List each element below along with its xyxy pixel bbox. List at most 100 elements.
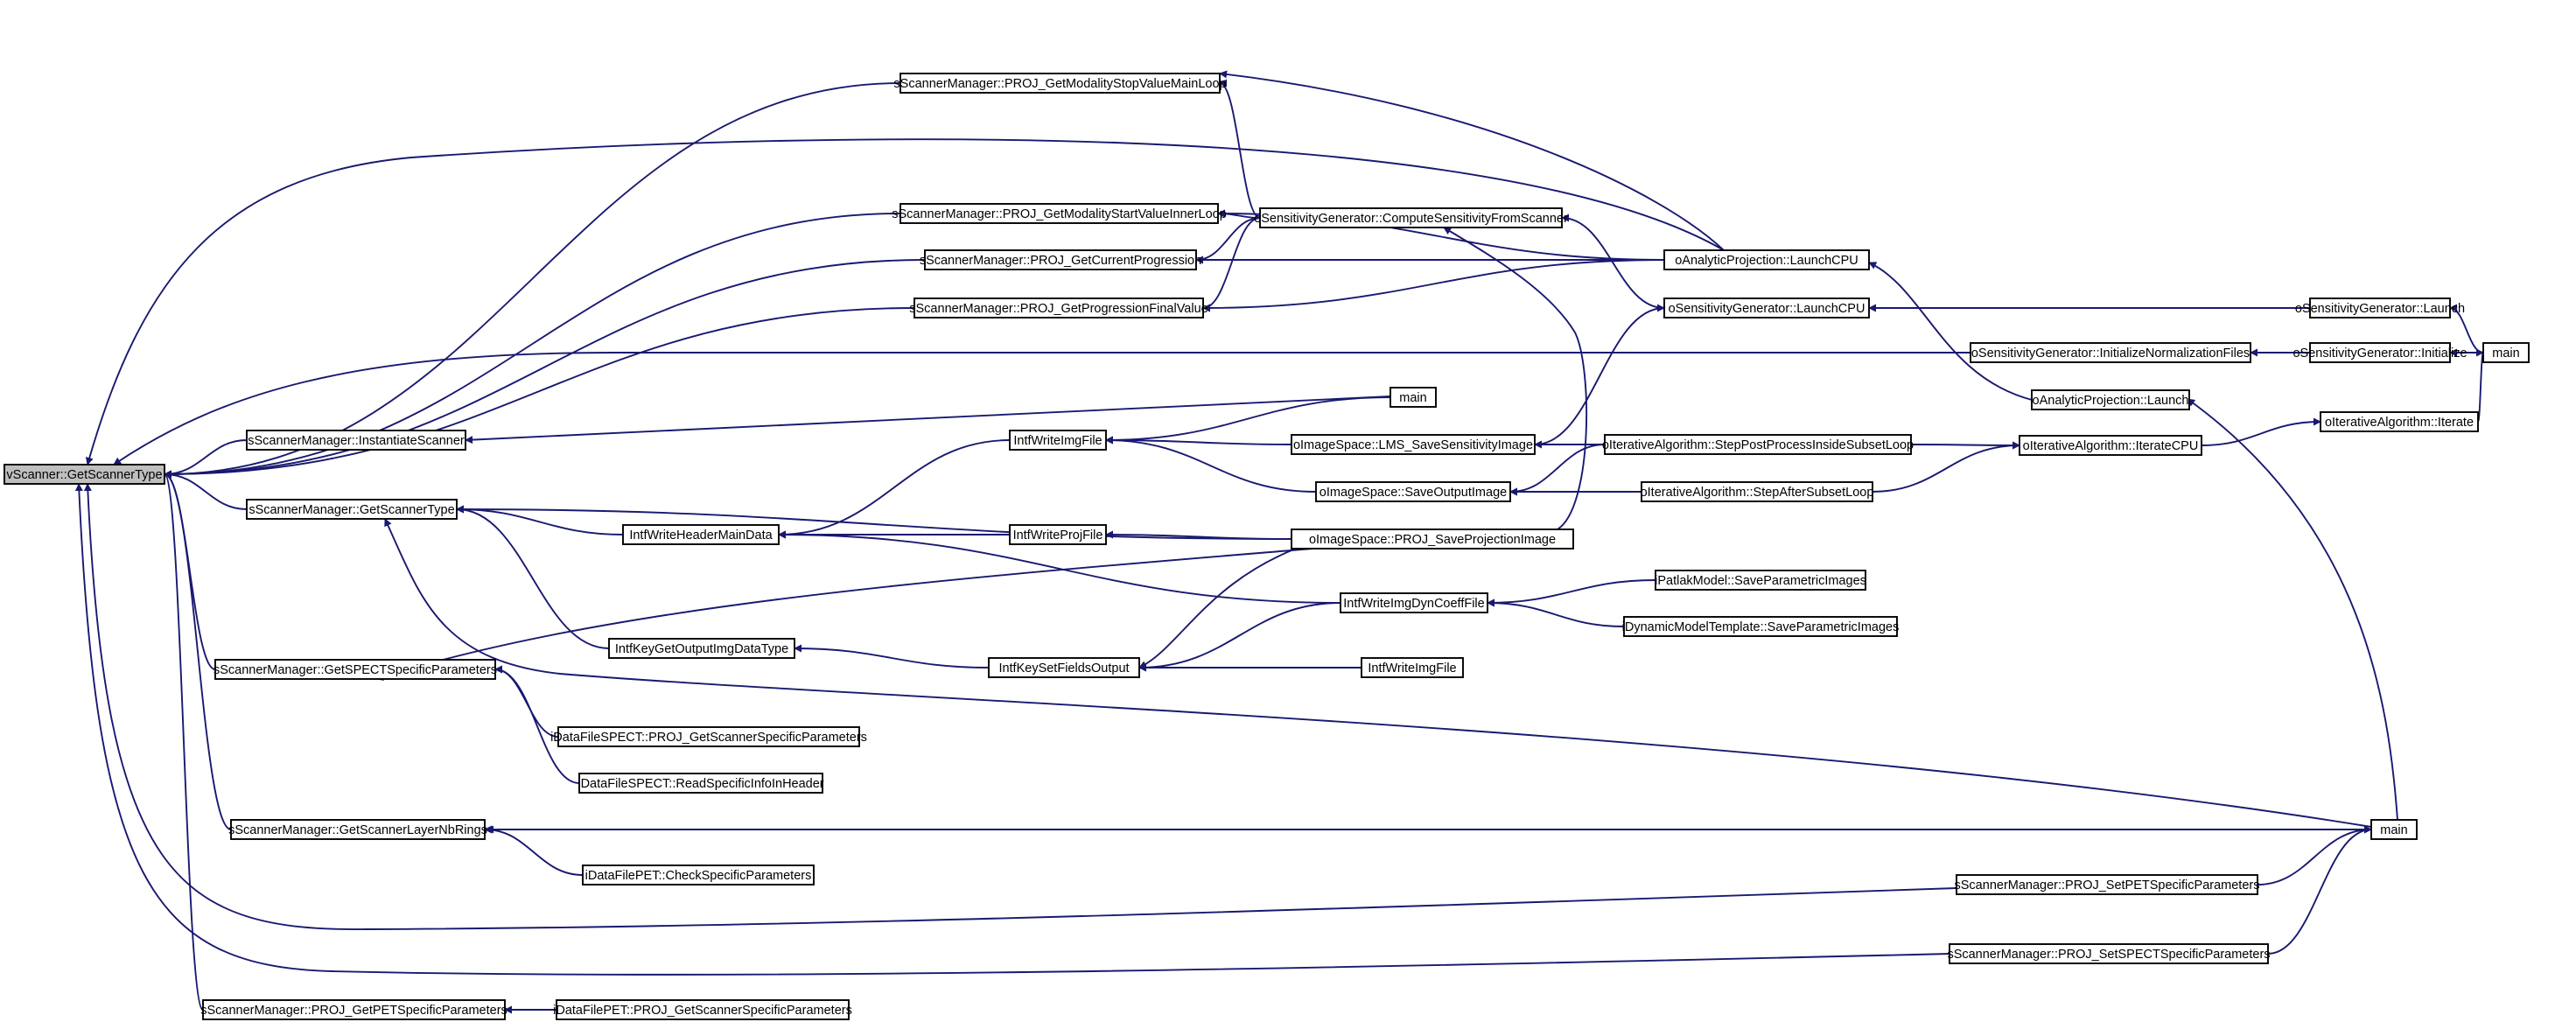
- node-box: [557, 726, 860, 747]
- node-getSpect[interactable]: sScannerManager::GetSPECTSpecificParamet…: [214, 659, 497, 680]
- node-sensInit[interactable]: oSensitivityGenerator::Initialize: [2292, 342, 2468, 363]
- node-mainBottom[interactable]: main: [2370, 819, 2418, 840]
- node-label: IntfWriteImgFile: [1368, 662, 1456, 676]
- edge-spectReadHeader-to-getSpect: [494, 665, 580, 784]
- node-label: iDataFilePET::PROJ_GetScannerSpecificPar…: [553, 1004, 852, 1018]
- node-label: oIterativeAlgorithm::StepPostProcessInsi…: [1602, 438, 1914, 452]
- node-instantiate[interactable]: sScannerManager::InstantiateScanner: [246, 430, 466, 451]
- node-label: sScannerManager::PROJ_SetPETSpecificPara…: [1955, 878, 2260, 892]
- edge-startValue-to-root: [164, 213, 901, 479]
- node-stepPost[interactable]: oIterativeAlgorithm::StepPostProcessInsi…: [1602, 434, 1914, 455]
- node-stepAfter[interactable]: oIterativeAlgorithm::StepAfterSubsetLoop: [1641, 481, 1874, 502]
- node-setSpect[interactable]: sScannerManager::PROJ_SetSPECTSpecificPa…: [1947, 943, 2271, 964]
- node-mainRight[interactable]: main: [2482, 342, 2530, 363]
- node-stopValue[interactable]: sScannerManager::PROJ_GetModalityStopVal…: [893, 73, 1227, 94]
- node-label: sScannerManager::PROJ_SetSPECTSpecificPa…: [1947, 948, 2270, 962]
- node-box: [556, 999, 850, 1020]
- node-label: oIterativeAlgorithm::IterateCPU: [2023, 439, 2199, 453]
- node-writeImg2[interactable]: IntfWriteImgFile: [1361, 657, 1464, 678]
- node-dynTemplate[interactable]: iDynamicModelTemplate::SaveParametricIma…: [1622, 616, 1900, 637]
- node-iterate[interactable]: oIterativeAlgorithm::Iterate: [2320, 411, 2479, 432]
- node-box: [582, 864, 815, 886]
- edge-instantiate-to-root: [164, 439, 248, 479]
- edge-computeSens-to-finalValue: [1202, 217, 1261, 312]
- node-setPet[interactable]: sScannerManager::PROJ_SetPETSpecificPara…: [1955, 874, 2260, 895]
- node-iterateCPU[interactable]: oIterativeAlgorithm::IterateCPU: [2019, 435, 2202, 456]
- node-anaLaunch[interactable]: oAnalyticProjection::Launch: [2031, 389, 2190, 410]
- edge-saveProj-to-computeSens: [1443, 227, 1588, 530]
- edge-stepPost-to-iterateCPU: [1910, 441, 2020, 450]
- node-startValue[interactable]: sScannerManager::PROJ_GetModalityStartVa…: [892, 203, 1227, 224]
- node-box: [2320, 411, 2479, 432]
- node-box: [914, 298, 1204, 318]
- node-getPet[interactable]: sScannerManager::PROJ_GetPETSpecificPara…: [200, 999, 508, 1020]
- node-label: main: [2492, 346, 2519, 360]
- edge-saveOutput-to-writeImg: [1105, 436, 1317, 493]
- node-label: oSensitivityGenerator::Initialize: [2292, 346, 2467, 360]
- node-initNorm[interactable]: oSensitivityGenerator::InitializeNormali…: [1970, 342, 2251, 363]
- node-label: iPatlakModel::SaveParametricImages: [1655, 574, 1866, 588]
- node-dynCoef[interactable]: IntfWriteImgDynCoeffFile: [1340, 592, 1488, 613]
- node-saveProj[interactable]: oImageSpace::PROJ_SaveProjectionImage: [1291, 528, 1574, 550]
- node-patlak[interactable]: iPatlakModel::SaveParametricImages: [1655, 570, 1866, 591]
- edge-getType-to-root: [164, 470, 248, 510]
- node-spectProjParams[interactable]: iDataFileSPECT::PROJ_GetScannerSpecificP…: [550, 726, 867, 747]
- edge-getSpect-to-root: [164, 470, 216, 670]
- edge-dynTemplate-to-dynCoef: [1487, 598, 1625, 627]
- node-label: main: [1399, 391, 1426, 405]
- node-getType[interactable]: sScannerManager::GetScannerType: [246, 499, 458, 520]
- node-mainMid[interactable]: main: [1390, 387, 1437, 408]
- node-label: sScannerManager::PROJ_GetCurrentProgress…: [920, 254, 1201, 268]
- edge-mainMid-to-instantiate: [465, 396, 1391, 444]
- node-writeImg[interactable]: IntfWriteImgFile: [1009, 430, 1107, 451]
- node-box: [2370, 819, 2418, 840]
- node-layerRings[interactable]: sScannerManager::GetScannerLayerNbRings: [228, 819, 487, 840]
- node-sensLaunch[interactable]: oSensitivityGenerator::Launch: [2295, 298, 2465, 318]
- node-label: iDynamicModelTemplate::SaveParametricIma…: [1622, 620, 1900, 634]
- node-currentProg[interactable]: sScannerManager::PROJ_GetCurrentProgress…: [920, 249, 1201, 270]
- node-label: oSensitivityGenerator::InitializeNormali…: [1971, 346, 2250, 360]
- node-box: [988, 657, 1140, 678]
- node-label: sScannerManager::GetScannerType: [248, 503, 454, 517]
- node-label: sScannerManager::PROJ_GetModalityStartVa…: [892, 207, 1227, 221]
- node-box: [1604, 434, 1912, 455]
- node-label: IntfKeySetFieldsOutput: [998, 662, 1129, 676]
- edge-currentProg-to-root: [164, 259, 926, 479]
- node-box: [1970, 342, 2251, 363]
- node-sensLaunchCPU[interactable]: oSensitivityGenerator::LaunchCPU: [1663, 298, 1870, 318]
- node-computeSens[interactable]: oSensitivityGenerator::ComputeSensitivit…: [1254, 207, 1568, 228]
- node-box: [900, 203, 1219, 224]
- edge-stepPost-to-saveOutput: [1509, 444, 1606, 496]
- edge-saveProj-to-getSpect: [375, 548, 1313, 681]
- edge-sensLaunchCPU-to-computeSens: [1561, 214, 1665, 309]
- node-box: [1291, 434, 1536, 455]
- node-spectReadHeader[interactable]: iDataFileSPECT::ReadSpecificInfoInHeader: [578, 773, 824, 794]
- node-keyGetOutput[interactable]: IntfKeyGetOutputImgDataType: [608, 638, 795, 659]
- node-label: sScannerManager::InstantiateScanner: [248, 434, 465, 448]
- edge-computeSens-to-stopValue: [1219, 79, 1261, 219]
- edge-lmsSave-to-sensLaunchCPU: [1534, 304, 1665, 445]
- node-label: iDataFileSPECT::PROJ_GetScannerSpecificP…: [550, 731, 867, 745]
- node-finalValue[interactable]: sScannerManager::PROJ_GetProgressionFina…: [909, 298, 1208, 318]
- edge-setPet-to-root: [83, 483, 1957, 930]
- node-petCheck[interactable]: iDataFilePET::CheckSpecificParameters: [582, 864, 815, 886]
- node-keySetFields[interactable]: IntfKeySetFieldsOutput: [988, 657, 1140, 678]
- node-box: [246, 499, 458, 520]
- node-lmsSave[interactable]: oImageSpace::LMS_SaveSensitivityImage: [1291, 434, 1536, 455]
- node-box: [1663, 298, 1870, 318]
- node-petProjParams[interactable]: iDataFilePET::PROJ_GetScannerSpecificPar…: [553, 999, 852, 1020]
- node-writeProj[interactable]: IntfWriteProjFile: [1009, 524, 1107, 545]
- node-label: oImageSpace::PROJ_SaveProjectionImage: [1309, 533, 1556, 547]
- node-box: [2309, 342, 2451, 363]
- node-anaLaunchCPU[interactable]: oAnalyticProjection::LaunchCPU: [1663, 249, 1870, 270]
- node-box: [622, 524, 780, 545]
- edge-dynCoef-to-keySetFields: [1138, 602, 1341, 672]
- edge-keyGetOutput-to-getType: [456, 505, 610, 649]
- node-saveOutput[interactable]: oImageSpace::SaveOutputImage: [1315, 481, 1511, 502]
- node-headerMain[interactable]: IntfWriteHeaderMainData: [622, 524, 780, 545]
- node-box: [1641, 481, 1873, 502]
- node-label: IntfWriteImgFile: [1013, 434, 1102, 448]
- node-root[interactable]: vScanner::GetScannerType: [4, 464, 165, 485]
- node-label: oAnalyticProjection::LaunchCPU: [1675, 254, 1858, 268]
